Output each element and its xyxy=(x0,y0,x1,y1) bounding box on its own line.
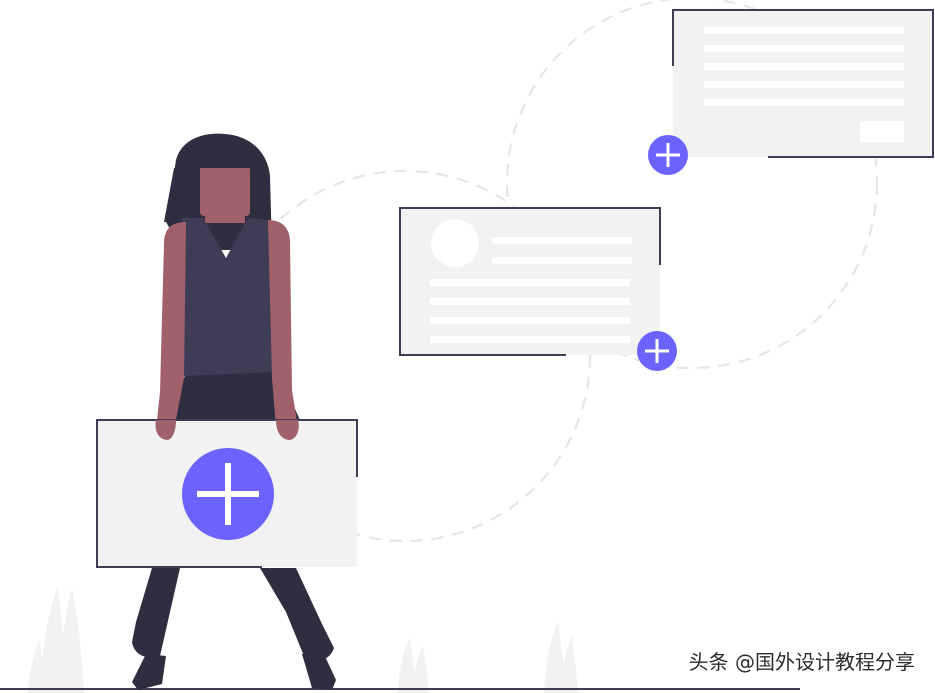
hand-right xyxy=(276,420,299,440)
shoe-right xyxy=(302,650,336,690)
plant-right xyxy=(544,622,578,693)
card-middle xyxy=(399,207,661,356)
plant-left xyxy=(28,585,84,693)
face xyxy=(200,166,250,216)
plus-circle-icon xyxy=(637,331,677,371)
arm-right xyxy=(268,220,298,437)
person xyxy=(132,133,336,690)
pants xyxy=(132,568,180,658)
plus-circle-icon xyxy=(648,135,688,175)
plant-center xyxy=(398,637,429,693)
arm-left xyxy=(156,222,186,438)
watermark-text: 头条 @国外设计教程分享 xyxy=(688,650,915,674)
tank-top xyxy=(182,218,274,376)
dashed-circle-left xyxy=(218,169,592,543)
dashed-circle-right xyxy=(505,0,879,370)
plus-circle-icon xyxy=(182,448,274,540)
card-top-right xyxy=(672,9,934,158)
hand-left xyxy=(155,420,176,440)
shoe-left xyxy=(132,654,166,690)
